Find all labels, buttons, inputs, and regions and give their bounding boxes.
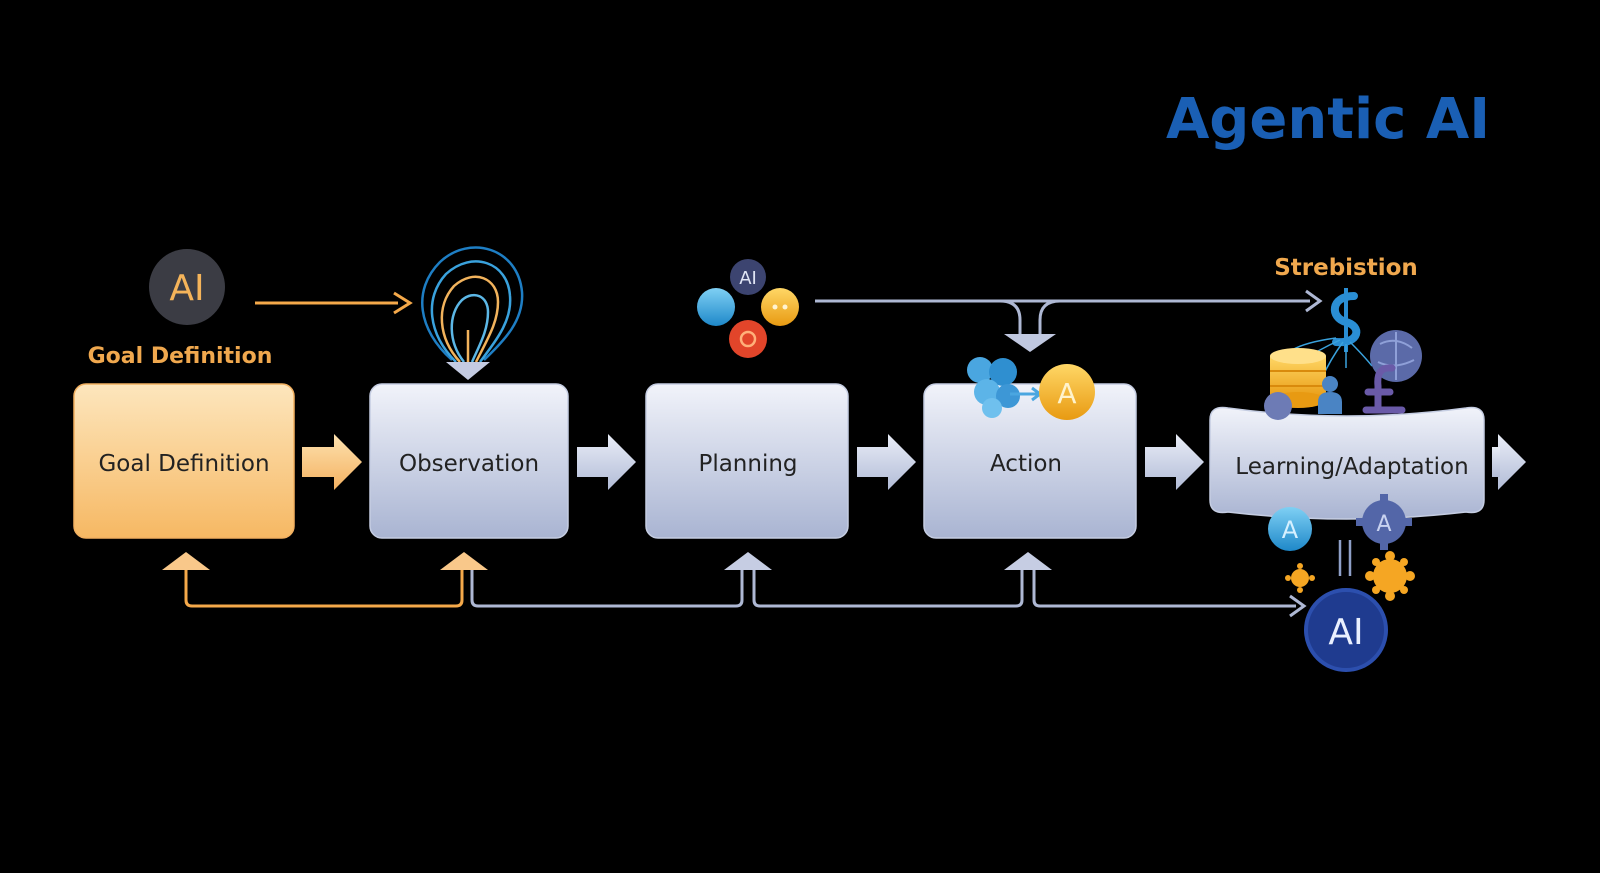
action-coin-icon (1039, 364, 1095, 420)
stage-goal-definition-label: Goal Definition (98, 451, 269, 477)
action-coin-letter: A (1057, 377, 1076, 410)
pound-icon (1362, 364, 1406, 414)
action-icons: A (967, 357, 1095, 420)
down-arrowhead-action (1004, 334, 1056, 352)
arrow-learning-out-tail (1492, 447, 1500, 477)
goal-definition-top-label: Goal Definition (88, 344, 273, 369)
arrow-ai-to-observation (255, 291, 413, 315)
large-gear-orange-icon (1365, 551, 1415, 601)
feedback-loop-blue (470, 570, 1307, 618)
stage-planning: Planning (645, 383, 849, 539)
feedback-loop-orange (184, 570, 464, 608)
stage-planning-label: Planning (698, 451, 797, 477)
branch-down-to-action (999, 299, 1061, 336)
ai-badge-left: AI (149, 249, 225, 325)
planning-red-bubble (729, 320, 767, 358)
person-icon (1318, 392, 1342, 414)
stage-observation: Observation (369, 383, 569, 539)
ai-badge-left-text: AI (169, 268, 204, 309)
arrow-action-to-learning (1145, 434, 1204, 490)
arrow-learning-out (1492, 434, 1526, 490)
arrow-planning-to-strebistion (815, 289, 1323, 313)
ai-badge-planning-text: AI (739, 268, 757, 289)
strebistion-label: Strebistion (1274, 255, 1418, 281)
up-arrowhead-planning (724, 552, 772, 570)
planning-icon-cluster: AI (697, 259, 799, 358)
arrow-goal-to-observation (302, 434, 362, 490)
stage-learning-adaptation-label: Learning/Adaptation (1235, 454, 1468, 480)
lightbulb-icon (421, 246, 524, 380)
gear-icon: A (1356, 494, 1412, 550)
diagram-title: Agentic AI (1166, 87, 1490, 152)
stage-action-label: Action (990, 451, 1062, 477)
stage-observation-label: Observation (399, 451, 539, 477)
stage-action: Action (923, 383, 1137, 539)
gear-letter: A (1376, 512, 1391, 537)
planning-blue-bubble (697, 288, 735, 326)
ai-badge-bottom: AI (1304, 588, 1388, 672)
arrow-observation-to-planning (577, 434, 636, 490)
up-arrowhead-observation (440, 552, 488, 570)
stage-learning-adaptation: Learning/Adaptation (1209, 406, 1485, 520)
stage-goal-definition: Goal Definition (73, 383, 295, 539)
letter-a-cyan-text: A (1282, 516, 1299, 544)
planning-orange-bubble (761, 288, 799, 326)
up-arrowhead-goal (162, 552, 210, 570)
arrow-planning-to-action (857, 434, 916, 490)
ai-badge-bottom-text: AI (1328, 612, 1363, 653)
up-arrowhead-action (1004, 552, 1052, 570)
letter-a-cyan-icon (1268, 507, 1312, 551)
learning-top-icons (1264, 288, 1422, 420)
small-gear-icon (1285, 563, 1315, 593)
learning-bottom-icons: A A AI (1268, 494, 1415, 672)
